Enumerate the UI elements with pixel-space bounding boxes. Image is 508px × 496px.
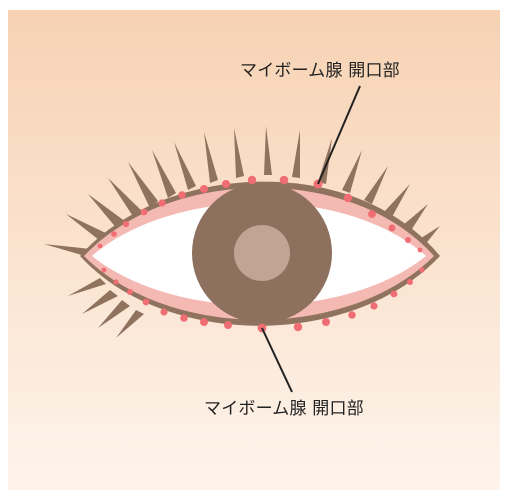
gland-opening-dot xyxy=(113,279,118,284)
pupil xyxy=(234,225,290,281)
gland-opening-dot xyxy=(200,318,208,326)
gland-opening-dot xyxy=(224,321,232,329)
gland-opening-dot xyxy=(141,209,148,216)
gland-opening-dot xyxy=(123,221,129,227)
gland-opening-dot xyxy=(248,176,256,184)
gland-opening-dot xyxy=(344,194,352,202)
gland-opening-dot xyxy=(102,268,107,273)
gland-opening-dot xyxy=(127,289,133,295)
gland-opening-dot xyxy=(280,176,289,185)
gland-opening-dot xyxy=(405,237,411,243)
gland-opening-dot xyxy=(158,199,165,206)
gland-opening-dot xyxy=(180,314,188,322)
gland-opening-dot xyxy=(370,302,377,309)
gland-opening-dot xyxy=(98,244,103,249)
gland-opening-dot xyxy=(111,231,117,237)
gland-opening-dot xyxy=(200,185,208,193)
gland-opening-dot xyxy=(143,299,150,306)
meibomian-gland-opening-label-bottom: マイボーム腺 開口部 xyxy=(204,394,364,419)
meibomian-gland-opening-label-top: マイボーム腺 開口部 xyxy=(240,56,400,81)
gland-opening-dot xyxy=(368,210,376,218)
gland-opening-dot xyxy=(294,323,302,331)
gland-opening-dot xyxy=(322,318,330,326)
gland-opening-dot xyxy=(389,225,396,232)
gland-opening-dot xyxy=(407,279,413,285)
gland-opening-dot xyxy=(419,267,424,272)
gland-opening-dot xyxy=(418,248,423,253)
gland-opening-dot xyxy=(348,311,356,319)
gland-opening-dot xyxy=(178,191,186,199)
gland-opening-dot xyxy=(160,308,167,315)
gland-opening-dot xyxy=(222,180,230,188)
gland-opening-dot xyxy=(391,291,398,298)
